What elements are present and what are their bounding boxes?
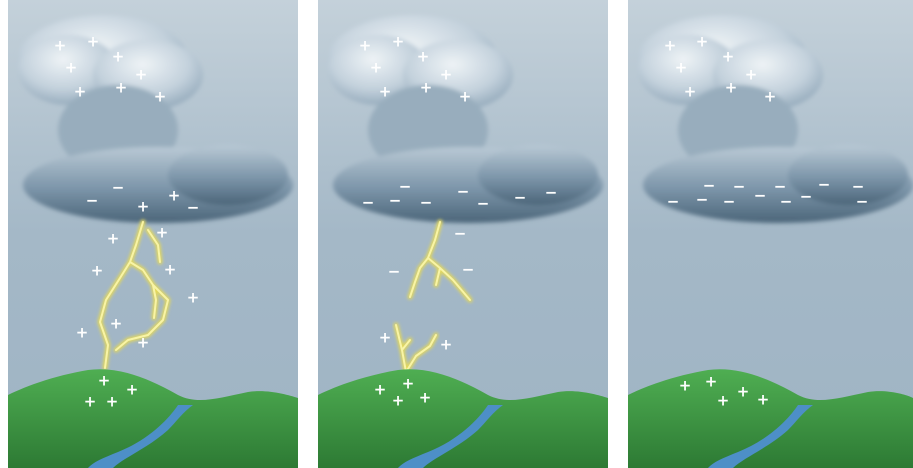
charge-negative: − xyxy=(667,193,680,211)
charge-negative: − xyxy=(696,191,709,209)
charge-positive: + xyxy=(84,393,97,411)
charge-positive: + xyxy=(722,48,735,66)
charge-positive: + xyxy=(187,289,200,307)
charge-positive: + xyxy=(679,377,692,395)
charge-positive: + xyxy=(370,59,383,77)
storm-scene-1: + + + + + + + + + − − + + − + + + + + + … xyxy=(8,0,298,468)
charge-negative: − xyxy=(462,261,475,279)
charge-positive: + xyxy=(135,66,148,84)
charge-positive: + xyxy=(417,48,430,66)
charge-positive: + xyxy=(112,48,125,66)
charge-positive: + xyxy=(757,391,770,409)
charge-negative: − xyxy=(818,176,831,194)
charge-positive: + xyxy=(137,198,150,216)
charge-positive: + xyxy=(684,83,697,101)
charge-positive: + xyxy=(705,373,718,391)
charge-negative: − xyxy=(514,189,527,207)
charge-positive: + xyxy=(379,83,392,101)
charge-positive: + xyxy=(65,59,78,77)
charge-negative: − xyxy=(457,183,470,201)
charge-negative: − xyxy=(389,192,402,210)
charge-positive: + xyxy=(745,66,758,84)
charge-negative: − xyxy=(112,179,125,197)
charge-positive: + xyxy=(110,315,123,333)
charge-positive: + xyxy=(392,33,405,51)
charge-positive: + xyxy=(126,381,139,399)
charge-negative: − xyxy=(187,199,200,217)
charge-positive: + xyxy=(137,334,150,352)
charge-positive: + xyxy=(164,261,177,279)
charge-positive: + xyxy=(725,79,738,97)
charge-negative: − xyxy=(388,263,401,281)
charge-negative: − xyxy=(420,194,433,212)
charge-negative: − xyxy=(454,225,467,243)
panel-stage-3: + + + + + + + + − − − − − − − − − − − − … xyxy=(628,0,913,468)
charge-positive: + xyxy=(664,37,677,55)
charge-positive: + xyxy=(156,224,169,242)
charge-positive: + xyxy=(359,37,372,55)
storm-scene-2: + + + + + + + + − − − − − − − − − − − + … xyxy=(318,0,608,468)
charge-negative: − xyxy=(86,192,99,210)
charge-positive: + xyxy=(374,381,387,399)
charge-positive: + xyxy=(392,392,405,410)
charge-positive: + xyxy=(420,79,433,97)
charge-positive: + xyxy=(402,375,415,393)
charge-negative: − xyxy=(545,184,558,202)
panel-stage-1: + + + + + + + + + − − + + − + + + + + + … xyxy=(8,0,298,468)
charge-negative: − xyxy=(780,193,793,211)
charge-negative: − xyxy=(477,195,490,213)
charge-positive: + xyxy=(459,88,472,106)
charge-positive: + xyxy=(675,59,688,77)
charge-positive: + xyxy=(696,33,709,51)
charge-negative: − xyxy=(362,194,375,212)
charge-positive: + xyxy=(107,230,120,248)
charge-positive: + xyxy=(87,33,100,51)
charge-negative: − xyxy=(723,193,736,211)
charge-positive: + xyxy=(764,88,777,106)
charge-positive: + xyxy=(168,187,181,205)
charge-negative: − xyxy=(856,193,869,211)
charge-positive: + xyxy=(440,336,453,354)
panel-stage-2: + + + + + + + + − − − − − − − − − − − + … xyxy=(318,0,608,468)
charge-positive: + xyxy=(74,83,87,101)
charge-positive: + xyxy=(91,262,104,280)
charge-positive: + xyxy=(737,383,750,401)
storm-scene-3: + + + + + + + + − − − − − − − − − − − − … xyxy=(628,0,913,468)
charge-positive: + xyxy=(106,393,119,411)
charge-positive: + xyxy=(54,37,67,55)
charge-positive: + xyxy=(379,329,392,347)
charge-positive: + xyxy=(115,79,128,97)
charge-positive: + xyxy=(717,392,730,410)
charge-positive: + xyxy=(98,372,111,390)
charge-negative: − xyxy=(754,187,767,205)
charge-positive: + xyxy=(440,66,453,84)
charge-positive: + xyxy=(419,389,432,407)
charge-negative: − xyxy=(800,188,813,206)
charge-positive: + xyxy=(154,88,167,106)
charge-positive: + xyxy=(76,324,89,342)
